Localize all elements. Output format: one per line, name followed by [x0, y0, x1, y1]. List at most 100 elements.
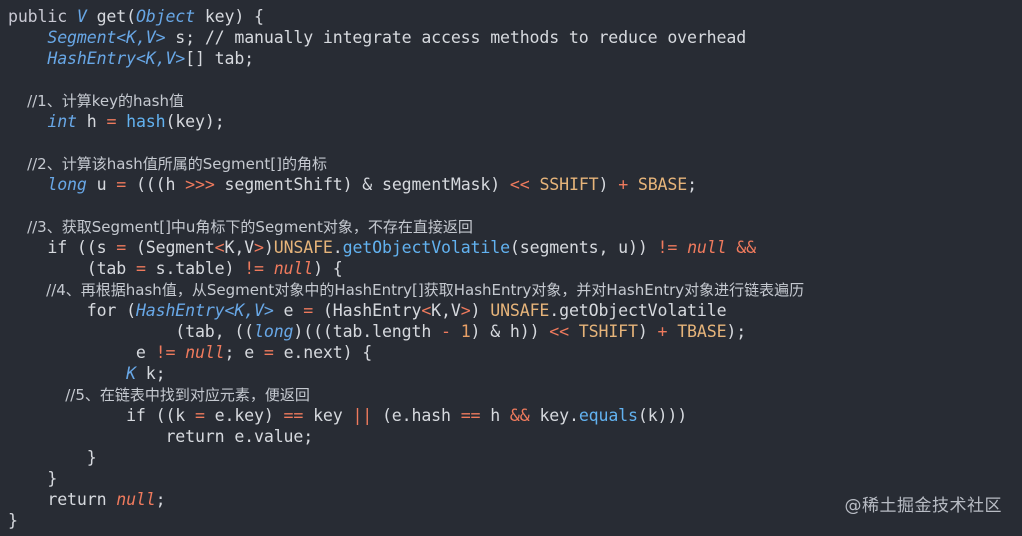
table-ref: s.table)	[145, 259, 245, 278]
return-value: return e.value;	[8, 427, 314, 446]
space	[726, 238, 736, 257]
expr: ) & h))	[470, 322, 550, 341]
type-hashentry: HashEntry<K,V>	[135, 301, 274, 320]
code-line-24: return null;	[8, 489, 1022, 510]
indent	[8, 112, 47, 131]
fn-equals: equals	[578, 406, 638, 425]
brace-close: }	[8, 511, 18, 530]
op-neq: !=	[155, 343, 176, 362]
op-assign: =	[263, 343, 274, 362]
op-plus: +	[657, 322, 668, 341]
code-line-14: //4、再根据hash值，从Segment对象中的HashEntry[]获取Ha…	[8, 279, 1022, 300]
const-tbase: TBASE	[677, 322, 727, 341]
code-line-5: //1、计算key的hash值	[8, 90, 1022, 111]
null-literal: null	[273, 259, 314, 278]
code-line-6: int h = hash(key);	[8, 111, 1022, 132]
comment-4: //4、再根据hash值，从Segment对象中的HashEntry[]获取Ha…	[8, 281, 805, 299]
comment-2: //2、计算该hash值所属的Segment[]的角标	[8, 155, 327, 173]
cond-e: e	[8, 343, 156, 362]
code-line-19: //5、在链表中找到对应元素，便返回	[8, 384, 1022, 405]
op-ushr: >>>	[185, 175, 215, 194]
method-getobjectvolatile: .getObjectVolatile	[549, 301, 727, 320]
keyword-public: public	[8, 7, 77, 26]
op-assign: =	[116, 175, 127, 194]
expr: )	[598, 175, 619, 194]
generic-args: K,V	[431, 301, 461, 320]
op-gt: >	[254, 238, 264, 257]
null-literal: null	[116, 490, 156, 509]
semicolon: ;	[155, 490, 166, 509]
op-neq: !=	[657, 238, 678, 257]
next-ref: e.next) {	[273, 343, 373, 362]
expr: key.	[529, 406, 579, 425]
code-line-8: //2、计算该hash值所属的Segment[]的角标	[8, 153, 1022, 174]
type-hashentry: HashEntry<K,V>	[47, 49, 186, 68]
type-object: Object	[135, 7, 195, 26]
var-h: h	[76, 112, 107, 131]
brace-open: ) {	[313, 259, 343, 278]
expr: (((h	[126, 175, 186, 194]
call-args: (k)))	[637, 406, 688, 425]
op-assign: =	[106, 112, 117, 131]
op-shl: <<	[549, 322, 569, 341]
brace-close: }	[8, 469, 58, 488]
code-line-3: HashEntry<K,V>[] tab;	[8, 48, 1022, 69]
space	[677, 238, 687, 257]
type-long: long	[47, 175, 87, 194]
indent	[8, 49, 47, 68]
expr: )(((tab.length	[293, 322, 441, 341]
code-line-2: Segment<K,V> s; // manually integrate ac…	[8, 27, 1022, 48]
op-minus: -	[441, 322, 451, 341]
op-eq: ==	[283, 406, 304, 425]
tab-decl: [] tab;	[185, 49, 255, 68]
code-line-11: //3、获取Segment[]中u角标下的Segment对象，不存在直接返回	[8, 216, 1022, 237]
expr: segmentShift) & segmentMask)	[214, 175, 510, 194]
args-open: (tab, ((	[8, 322, 255, 341]
paren: )	[470, 301, 491, 320]
op-shl: <<	[509, 175, 530, 194]
indent	[8, 364, 126, 383]
op-and: &&	[736, 238, 756, 257]
code-line-25: }	[8, 510, 1022, 531]
paren: )	[637, 322, 658, 341]
segment-decl: s; // manually integrate access methods …	[165, 28, 747, 47]
param-key: key) {	[194, 7, 264, 26]
type-v: V	[76, 7, 87, 26]
dot: .	[332, 238, 343, 257]
const-unsafe: UNSAFE	[273, 238, 333, 257]
space	[667, 322, 677, 341]
op-and: &&	[509, 406, 530, 425]
cast: (HashEntry	[313, 301, 422, 320]
op-or: ||	[352, 406, 373, 425]
expr: key	[303, 406, 353, 425]
code-line-12: if ((s = (Segment<K,V>)UNSAFE.getObjectV…	[8, 237, 1022, 258]
null-literal: null	[185, 343, 225, 362]
hash-args: (key);	[165, 112, 225, 131]
indent	[8, 28, 47, 47]
type-long: long	[254, 322, 294, 341]
space	[451, 322, 461, 341]
return-keyword: return	[8, 490, 117, 509]
code-line-20: if ((k = e.key) == key || (e.hash == h &…	[8, 405, 1022, 426]
type-int: int	[47, 112, 77, 131]
call-args: (segments, u))	[509, 238, 658, 257]
cast: (Segment	[126, 238, 215, 257]
const-tshift: TSHIFT	[578, 322, 638, 341]
code-line-17: e != null; e = e.next) {	[8, 342, 1022, 363]
watermark: @稀土掘金技术社区	[844, 496, 1002, 516]
code-line-18: K k;	[8, 363, 1022, 384]
comment-1: //1、计算key的hash值	[8, 92, 185, 110]
tab-assign: (tab	[8, 259, 136, 278]
indent	[8, 175, 47, 194]
var-k: k;	[135, 364, 166, 383]
op-eq: ==	[460, 406, 481, 425]
code-line-4	[8, 69, 1022, 90]
code-line-16: (tab, ((long)(((tab.length - 1) & h)) <<…	[8, 321, 1022, 342]
fn-hash: hash	[126, 112, 166, 131]
code-line-23: }	[8, 468, 1022, 489]
expr: e.key)	[204, 406, 284, 425]
op-lt: <	[421, 301, 432, 320]
code-line-9: long u = (((h >>> segmentShift) & segmen…	[8, 174, 1022, 195]
code-line-15: for (HashEntry<K,V> e = (HashEntry<K,V>)…	[8, 300, 1022, 321]
